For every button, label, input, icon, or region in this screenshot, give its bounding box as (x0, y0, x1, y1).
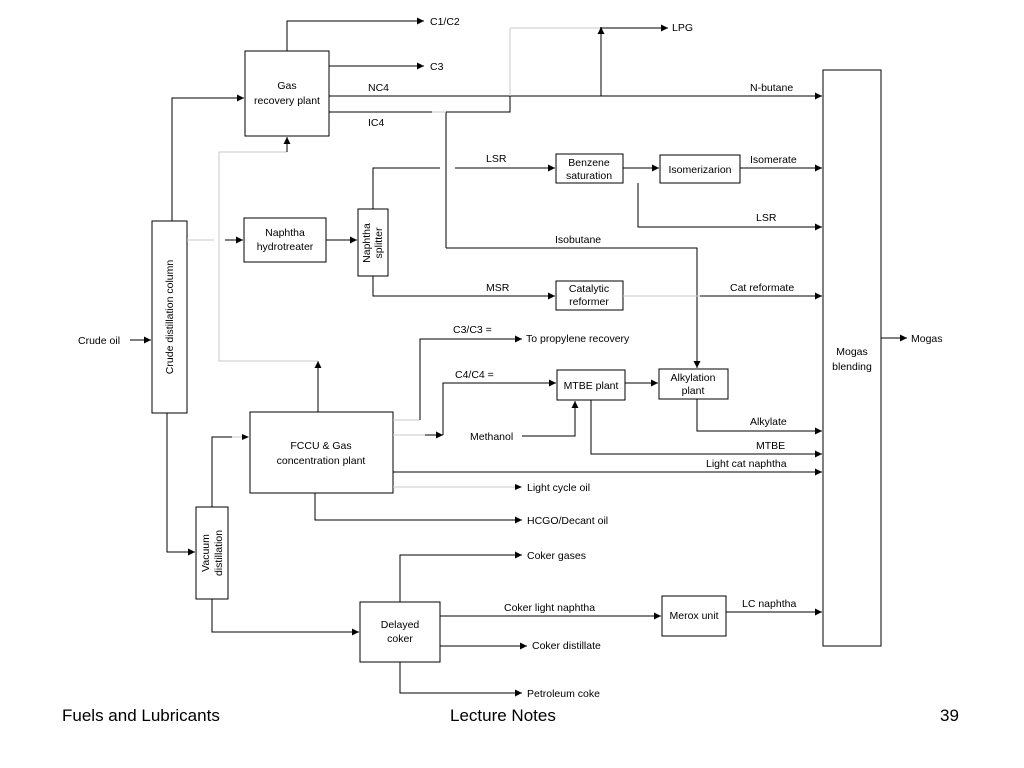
label-coker-distillate: Coker distillate (532, 640, 601, 652)
alkylation-plant-label-1: Alkylation (671, 372, 716, 384)
label-isobutane: Isobutane (555, 234, 601, 246)
vacuum-distillation-label-1: Vacuum (200, 534, 212, 572)
benzene-saturation-label-2: saturation (566, 170, 612, 182)
footer-course-title: Fuels and Lubricants (62, 706, 220, 725)
merox-unit-box (661, 595, 727, 637)
fccu-label-1: FCCU & Gas (290, 440, 351, 452)
crude-distillation-column-box (151, 220, 188, 414)
mogas-blending-label-2: blending (832, 361, 872, 373)
label-methanol: Methanol (470, 431, 513, 443)
isomerization-label: Isomerizarion (668, 164, 731, 176)
label-lpg: LPG (672, 22, 693, 34)
gas-recovery-plant-label-1: Gas (277, 80, 296, 92)
label-c3c3: C3/C3 = (453, 324, 492, 336)
label-cat-reformate: Cat reformate (730, 282, 794, 294)
label-c1c2: C1/C2 (430, 16, 460, 28)
gas-recovery-plant-box (244, 50, 330, 137)
delayed-coker-label-2: coker (387, 633, 413, 645)
naphtha-hydrotreater-box (243, 217, 327, 263)
naphtha-hydrotreater-label-2: hydrotreater (257, 241, 314, 253)
mtbe-plant-label: MTBE plant (564, 380, 619, 392)
label-alkylate: Alkylate (750, 416, 787, 428)
benzene-saturation-box (555, 153, 624, 184)
catalytic-reformer-label-2: reformer (569, 296, 609, 308)
label-c4c4: C4/C4 = (455, 369, 494, 381)
label-n-butane: N-butane (750, 82, 793, 94)
benzene-saturation-label-1: Benzene (568, 157, 610, 169)
label-hcgo: HCGO/Decant oil (527, 515, 608, 527)
label-ic4: IC4 (368, 117, 385, 129)
label-isomerate: Isomerate (750, 154, 797, 166)
delayed-coker-box (359, 601, 441, 663)
naphtha-splitter-label-2: splitter (373, 227, 385, 258)
label-propylene-recovery: To propylene recovery (526, 333, 630, 345)
label-c3: C3 (430, 61, 444, 73)
label-lsr-right: LSR (756, 212, 777, 224)
footer-lecture-notes: Lecture Notes (450, 706, 556, 725)
label-nc4: NC4 (368, 82, 389, 94)
label-msr: MSR (486, 282, 510, 294)
fccu-box (249, 411, 394, 494)
label-light-cat-naphtha: Light cat naphtha (706, 458, 787, 470)
label-mogas: Mogas (911, 333, 943, 345)
merox-unit-label: Merox unit (669, 610, 718, 622)
alkylation-plant-box (658, 368, 729, 400)
naphtha-splitter-label-1: Naphtha (361, 223, 373, 263)
isomerization-box (659, 154, 741, 184)
naphtha-splitter-box (357, 208, 389, 277)
label-light-cycle-oil: Light cycle oil (527, 482, 590, 494)
label-coker-gases: Coker gases (527, 550, 586, 562)
vacuum-distillation-label-2: distillation (213, 530, 225, 576)
crude-distillation-column-label: Crude distillation column (164, 260, 176, 375)
label-petroleum-coke: Petroleum coke (527, 688, 600, 700)
mogas-blending-label-1: Mogas (836, 346, 868, 358)
label-mtbe: MTBE (756, 440, 785, 452)
alkylation-plant-label-2: plant (682, 385, 705, 397)
delayed-coker-label-1: Delayed (381, 619, 420, 631)
label-crude-oil: Crude oil (78, 335, 120, 347)
label-lsr-top: LSR (486, 153, 507, 165)
catalytic-reformer-box (555, 280, 624, 311)
gas-recovery-plant-label-2: recovery plant (254, 95, 320, 107)
flow-lines (130, 17, 907, 697)
footer-page-number: 39 (940, 706, 959, 725)
fccu-label-2: concentration plant (277, 455, 366, 467)
label-lc-naphtha: LC naphtha (742, 598, 796, 610)
catalytic-reformer-label-1: Catalytic (569, 283, 609, 295)
vacuum-distillation-box (195, 506, 229, 600)
mogas-blending-box (822, 69, 882, 647)
label-coker-light-naphtha: Coker light naphtha (504, 602, 595, 614)
naphtha-hydrotreater-label-1: Naphtha (265, 227, 305, 239)
mtbe-plant-box (556, 369, 626, 401)
